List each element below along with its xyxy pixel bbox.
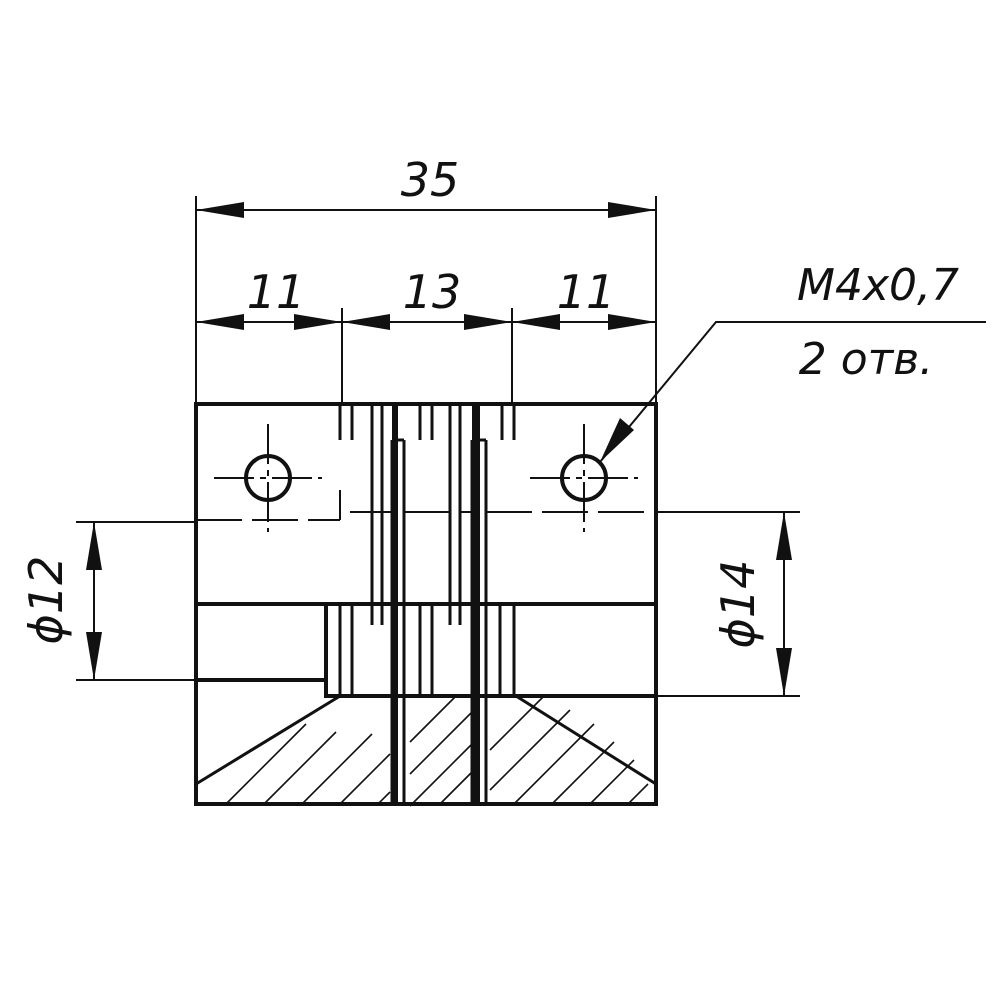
coupling-body [194,402,658,806]
slot-lower-1 [338,604,354,696]
dim-bore12-arrow-bottom [86,632,102,680]
dim-bore12-arrow-top [86,522,102,570]
bore-bottom-line [194,602,658,698]
left-cone [196,696,392,784]
thread-leader [599,321,986,463]
dimension-labels: 35 11 13 11 ϕ12 ϕ14 M4x0,7 2 отв. [19,153,959,648]
dim-bore14-arrow-bottom [776,648,792,696]
dim-11-left-arrow-b [294,314,342,330]
extension-lines [76,196,800,697]
dim-middle-label: 13 [403,265,462,319]
section-hatching [225,695,649,807]
dim-13-arrow-b [464,314,512,330]
thread-spec-label: M4x0,7 [797,260,959,311]
right-hole-centerlines [530,424,638,532]
dim-left-hub-label: 11 [247,265,306,319]
dim-right-hub-label: 11 [557,265,616,319]
thread-leader-arrow [600,418,634,462]
slot-top-2 [370,404,384,625]
slot-lower-3 [498,604,516,696]
slot-bottom-1 [390,440,406,804]
hatch-left [225,723,391,805]
dim-11-left-arrow-a [196,314,244,330]
dim-11-right-arrow-b [608,314,656,330]
dim-overall-arrow-left [196,202,244,218]
dim-13-arrow-a [342,314,390,330]
dim-bore14-label: ϕ14 [711,560,765,649]
hatch-right [489,695,649,805]
dimension-lines [86,202,986,696]
slot-bottom-2 [470,440,488,804]
slot-lower-2 [418,604,434,696]
slot-top-3 [418,404,434,440]
dim-bore12-label: ϕ12 [19,556,73,645]
hatch-middle [409,695,473,807]
right-cone [515,694,657,786]
slot-top-1 [338,404,354,440]
dim-overall-label: 35 [401,153,460,207]
left-hole-centerlines [214,424,322,532]
slot-top-5 [500,404,516,440]
dim-bore14-arrow-top [776,512,792,560]
slot-top-4 [448,404,462,625]
dim-11-right-arrow-a [512,314,560,330]
threaded-holes [214,424,638,532]
thread-count-label: 2 отв. [799,334,933,385]
split-line [196,511,656,521]
dim-overall-arrow-right [608,202,656,218]
